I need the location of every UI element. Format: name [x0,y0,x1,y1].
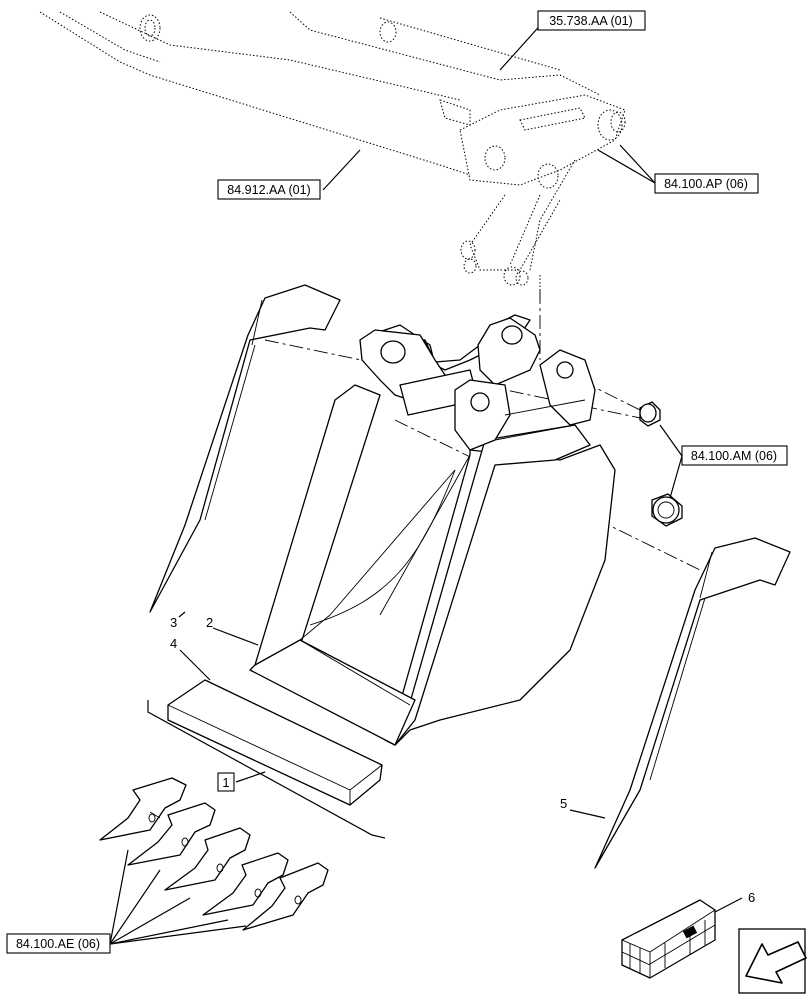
boom-arm-assembly [39,11,626,300]
ref-bushings-label: 84.100.AM (06) [691,449,777,463]
centerline-bushing-upper [559,369,641,411]
bucket [249,314,616,746]
bushing-lower [651,493,683,527]
item-6-label: 6 [748,890,755,905]
leader-lines [109,19,743,945]
item-4-label: 4 [170,636,177,651]
item-3-label: 3 [170,615,177,630]
tooth-1 [99,777,187,841]
item-1-label: 1 [222,775,229,790]
tooth-4 [202,852,289,916]
ref-link-pins-label: 84.100.AP (06) [664,177,748,191]
item-5-label: 5 [560,796,567,811]
ref-arm-label: 35.738.AA (01) [549,14,632,28]
tooth-5 [242,862,329,931]
cutting-edge [167,679,383,806]
item-2-label: 2 [206,615,213,630]
tooth-2 [127,802,216,866]
bushing-upper [639,401,661,427]
bucket-teeth [99,777,329,931]
arrow-back-icon[interactable] [738,928,807,994]
side-cutter-left [149,284,341,613]
crate-icon [621,899,716,979]
tooth-3 [164,827,251,891]
ref-teeth[interactable]: 84.100.AE (06) [6,933,111,954]
item-1-callout: 1 [217,772,235,792]
ref-boom[interactable]: 84.912.AA (01) [217,179,321,200]
side-cutter-right [594,537,791,869]
ref-teeth-label: 84.100.AE (06) [16,937,100,951]
ref-boom-label: 84.912.AA (01) [227,183,310,197]
ref-link-pins[interactable]: 84.100.AP (06) [654,173,759,194]
ref-bushings[interactable]: 84.100.AM (06) [681,445,788,466]
ref-arm[interactable]: 35.738.AA (01) [537,10,646,31]
